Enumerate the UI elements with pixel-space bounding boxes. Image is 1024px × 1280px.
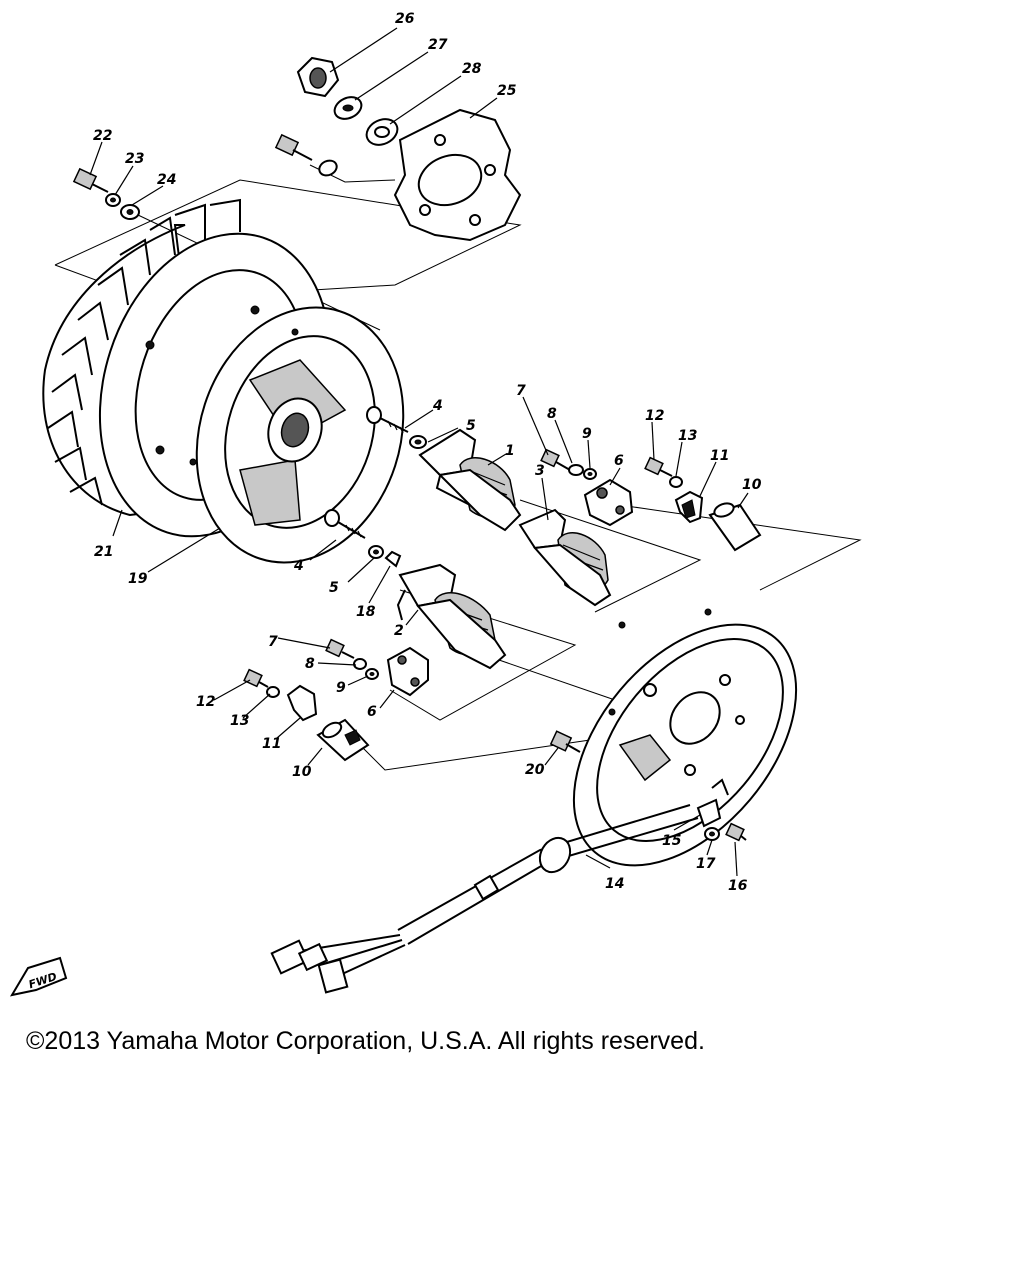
clip-18 bbox=[384, 550, 402, 568]
callout-28: 28 bbox=[462, 61, 482, 77]
callout-9-right: 9 bbox=[582, 426, 592, 442]
washer-23 bbox=[105, 193, 121, 207]
callout-1: 1 bbox=[505, 443, 515, 459]
washer-9-right bbox=[583, 468, 597, 480]
callout-4-lower: 4 bbox=[293, 558, 304, 574]
coil-3 bbox=[518, 508, 612, 607]
callout-9-left: 9 bbox=[336, 680, 346, 696]
callout-27: 27 bbox=[428, 37, 448, 53]
washer-8-right bbox=[568, 464, 584, 476]
contact-breaker-6-right bbox=[583, 478, 634, 527]
callout-26: 26 bbox=[395, 11, 415, 27]
screw-12-right bbox=[644, 456, 673, 477]
washer-28 bbox=[365, 118, 399, 146]
callout-6-right: 6 bbox=[614, 453, 624, 469]
screw-7-left bbox=[325, 638, 355, 659]
screw-16 bbox=[725, 822, 747, 842]
flywheel-rotor bbox=[189, 306, 405, 564]
callout-24: 24 bbox=[157, 172, 176, 188]
callout-11-right: 11 bbox=[710, 448, 729, 464]
callout-4-upper: 4 bbox=[432, 398, 443, 414]
callout-18: 18 bbox=[356, 604, 376, 620]
source-coil-1 bbox=[418, 428, 522, 532]
screw-12-left bbox=[243, 668, 269, 688]
cover-plate-25 bbox=[393, 108, 522, 242]
callout-25: 25 bbox=[497, 83, 517, 99]
callout-5-upper: 5 bbox=[466, 418, 476, 434]
screw-with-washer-top bbox=[274, 133, 338, 177]
washer-27 bbox=[333, 96, 363, 120]
callout-7-left: 7 bbox=[268, 634, 278, 650]
nut-26 bbox=[296, 56, 340, 98]
callout-3: 3 bbox=[535, 463, 545, 479]
callout-8-left: 8 bbox=[305, 656, 315, 672]
callout-15: 15 bbox=[662, 833, 682, 849]
washer-13-right bbox=[669, 476, 683, 488]
stator-plate bbox=[572, 608, 798, 867]
screw-7-right bbox=[540, 448, 571, 471]
callout-2: 2 bbox=[394, 623, 404, 639]
leader-lines bbox=[89, 27, 749, 877]
callout-16: 16 bbox=[728, 878, 748, 894]
callout-20: 20 bbox=[525, 762, 545, 778]
bracket-11-left bbox=[286, 684, 318, 722]
condenser-10-right bbox=[708, 502, 762, 552]
callout-10-left: 10 bbox=[292, 764, 312, 780]
callout-21: 21 bbox=[94, 544, 113, 560]
copyright-notice: ©2013 Yamaha Motor Corporation, U.S.A. A… bbox=[26, 1027, 705, 1055]
callout-5-lower: 5 bbox=[329, 580, 339, 596]
washer-9-left bbox=[365, 668, 379, 680]
callout-17: 17 bbox=[696, 856, 716, 872]
callout-23: 23 bbox=[125, 151, 144, 167]
clamp-17 bbox=[704, 827, 720, 841]
callout-12-right: 12 bbox=[645, 408, 664, 424]
parts-diagram: FWD bbox=[9, 11, 862, 997]
callout-13-left: 13 bbox=[230, 713, 249, 729]
washer-8-left bbox=[353, 658, 367, 670]
contact-breaker-6-left bbox=[386, 646, 429, 697]
fwd-arrow-icon: FWD bbox=[9, 956, 68, 997]
washer-24 bbox=[120, 204, 140, 220]
screw-20 bbox=[549, 730, 581, 753]
callout-numbers: 26 27 28 25 22 23 24 4 5 1 7 8 9 3 6 12 … bbox=[93, 11, 762, 894]
callout-6-left: 6 bbox=[367, 704, 377, 720]
screw-4-upper bbox=[366, 406, 409, 434]
condenser-10-left bbox=[316, 718, 370, 762]
callout-19: 19 bbox=[128, 571, 148, 587]
washer-5-lower bbox=[368, 545, 384, 559]
callout-7-right: 7 bbox=[516, 383, 526, 399]
coil-2 bbox=[396, 563, 507, 670]
callout-13-right: 13 bbox=[678, 428, 697, 444]
washer-5-upper bbox=[409, 435, 427, 449]
callout-14: 14 bbox=[605, 876, 624, 892]
callout-8-right: 8 bbox=[547, 406, 557, 422]
grommet-15 bbox=[696, 778, 729, 828]
wire-harness-14 bbox=[270, 804, 699, 994]
callout-12-left: 12 bbox=[196, 694, 215, 710]
callout-22: 22 bbox=[93, 128, 112, 144]
callout-11-left: 11 bbox=[262, 736, 281, 752]
bracket-11-right bbox=[674, 490, 704, 524]
callout-10-right: 10 bbox=[742, 477, 762, 493]
screw-4-lower bbox=[324, 509, 366, 539]
